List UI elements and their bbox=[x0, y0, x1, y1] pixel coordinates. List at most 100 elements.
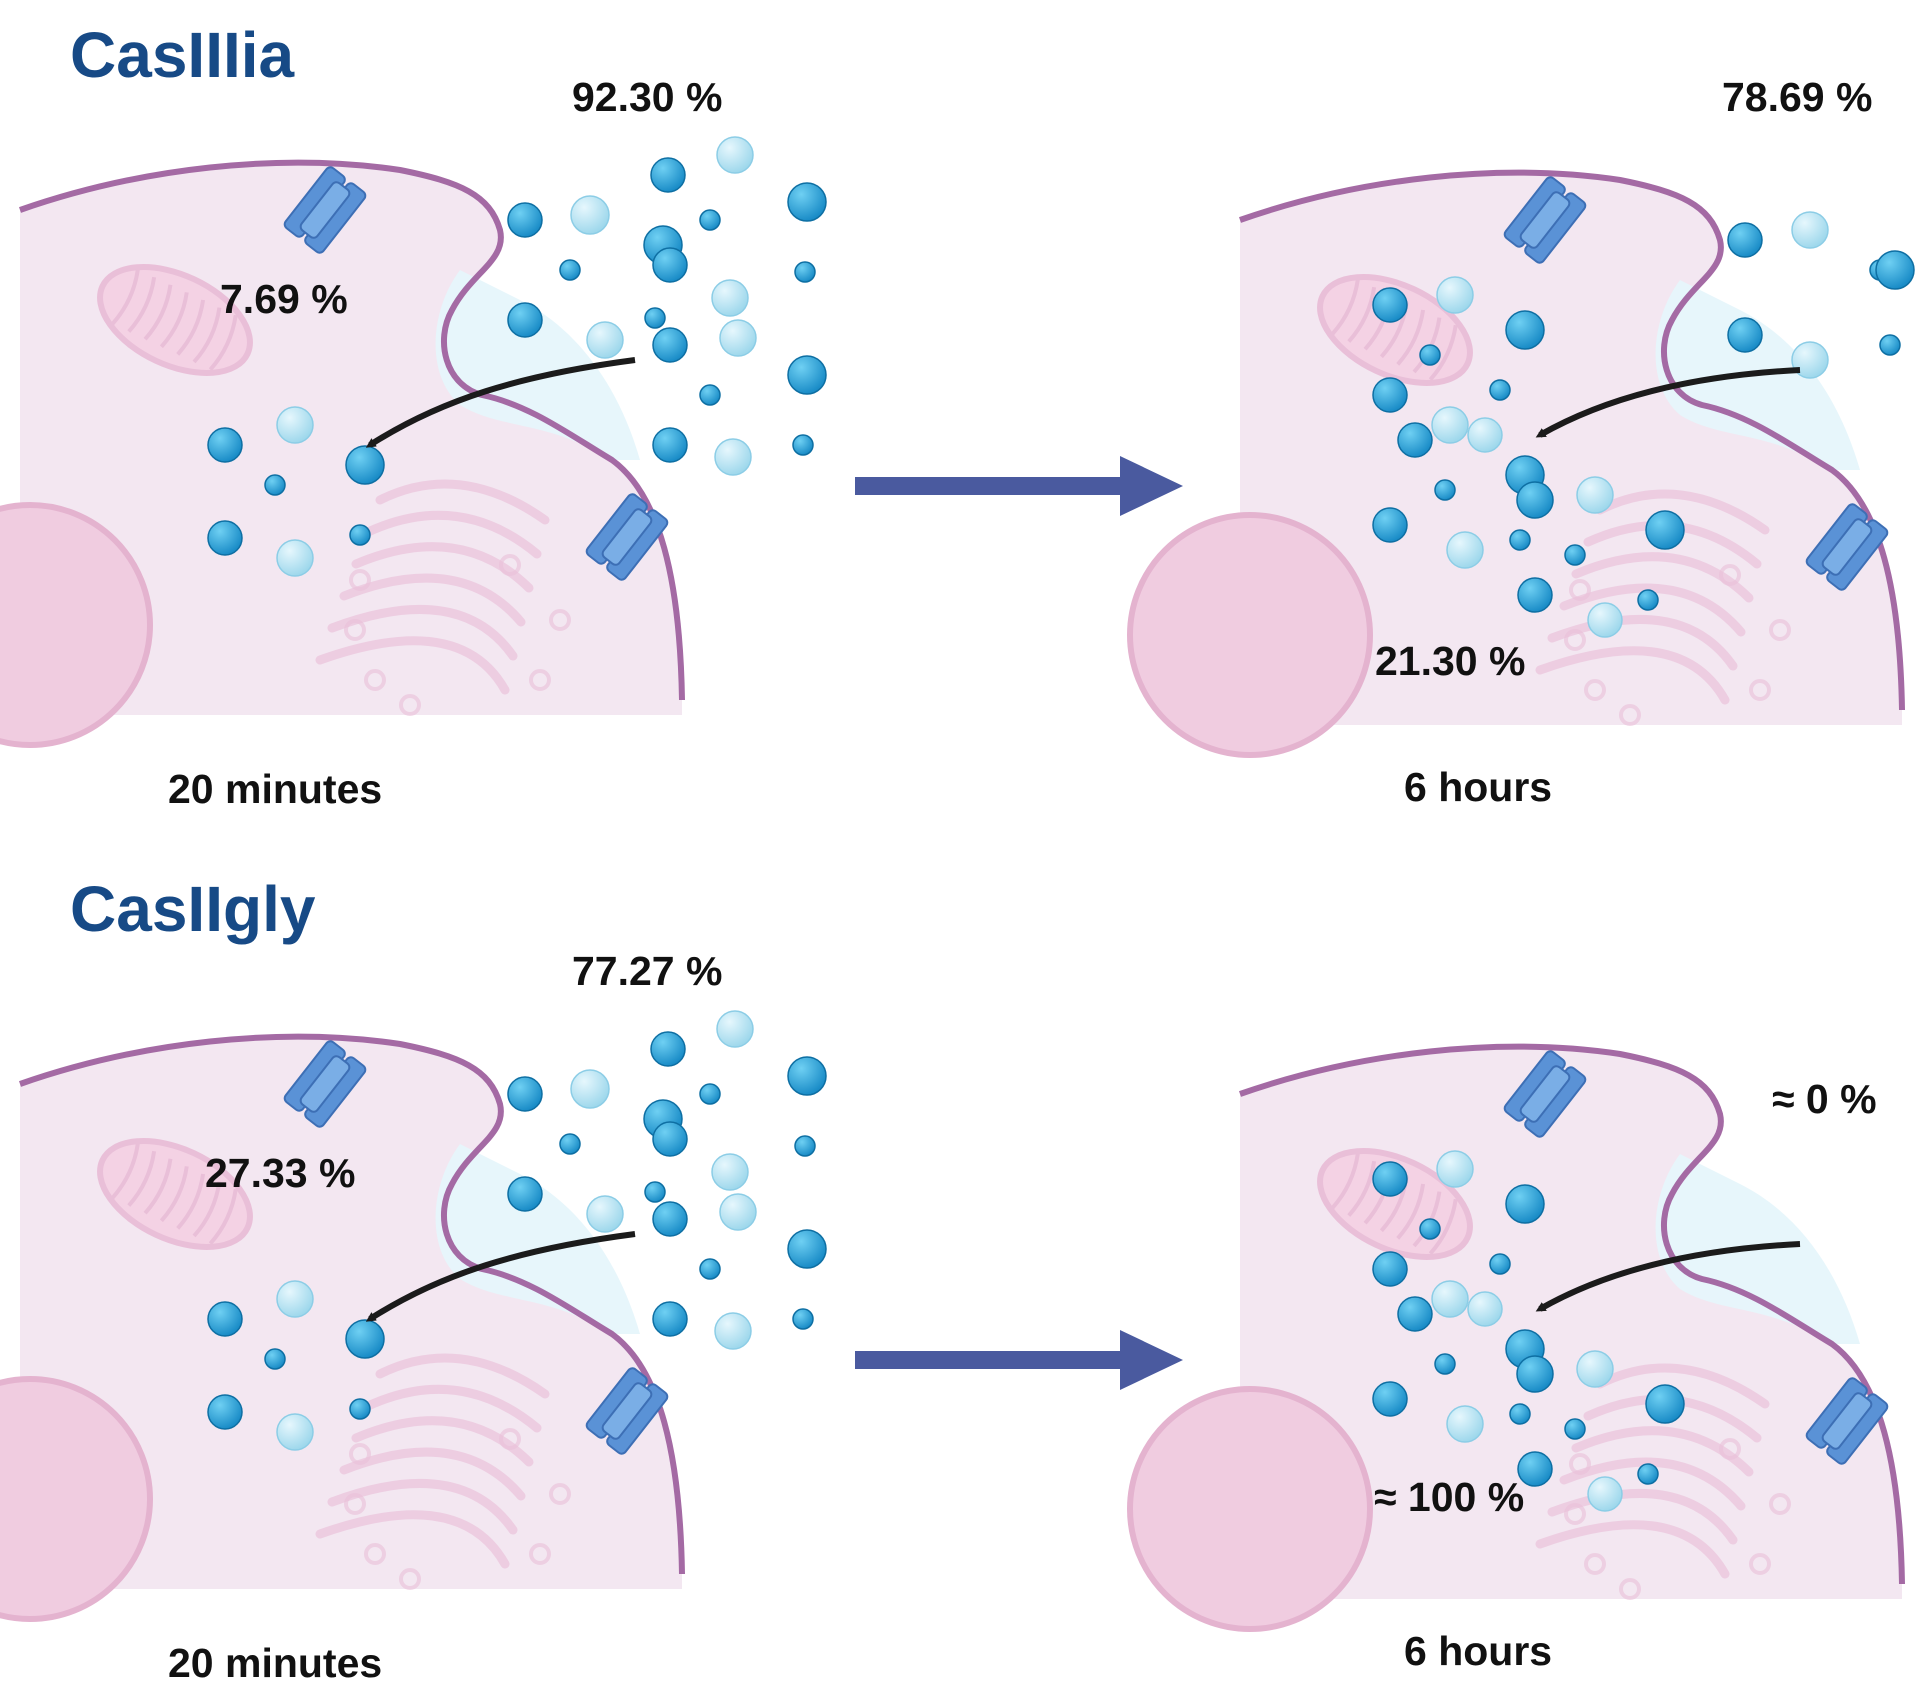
golgi-icon bbox=[315, 1353, 571, 1590]
particle-icon bbox=[650, 157, 686, 193]
particle-icon bbox=[699, 1083, 721, 1105]
outside-percentage-6h-casiiiia: 78.69 % bbox=[1722, 74, 1873, 120]
particle-icon bbox=[507, 302, 543, 338]
membrane bbox=[1239, 1043, 1905, 1585]
particle-icon bbox=[1397, 1296, 1433, 1332]
particle-icon bbox=[264, 474, 286, 496]
particle-icon bbox=[276, 539, 314, 577]
golgi-icon bbox=[1535, 489, 1791, 726]
membrane bbox=[1239, 169, 1905, 711]
particle-icon bbox=[714, 438, 752, 476]
ion-channel-icon-side bbox=[585, 493, 669, 581]
particle-icon bbox=[345, 1319, 385, 1359]
inside-percentage-20min-casiiiia: 7.69 % bbox=[220, 276, 348, 322]
particle-icon bbox=[714, 1312, 752, 1350]
particle-icon bbox=[349, 524, 371, 546]
particle-icon bbox=[559, 1133, 581, 1155]
particle-icon bbox=[644, 1181, 666, 1203]
particle-icon bbox=[1576, 1350, 1614, 1388]
nucleus-icon bbox=[0, 1376, 153, 1622]
particle-icon bbox=[1727, 222, 1763, 258]
panel-title-casiigly: CasIIgly bbox=[70, 873, 316, 945]
particle-icon bbox=[207, 427, 243, 463]
particle-icon bbox=[349, 1398, 371, 1420]
particle-icon bbox=[1587, 602, 1623, 638]
uptake-arrow-icon bbox=[365, 357, 636, 448]
particle-icon bbox=[794, 261, 816, 283]
particle-icon bbox=[1645, 510, 1685, 550]
inside-percentage-6h-casiigly: ≈ 100 % bbox=[1374, 1474, 1525, 1520]
particle-icon bbox=[1431, 406, 1469, 444]
ion-channel-icon-top bbox=[1503, 1050, 1587, 1138]
uptake-arrow-icon bbox=[365, 1231, 636, 1322]
membrane bbox=[19, 159, 685, 701]
particle-icon bbox=[699, 1258, 721, 1280]
time-label-20min-casiiiia: 20 minutes bbox=[168, 766, 383, 812]
particle-icon bbox=[276, 1280, 314, 1318]
vesicle-fluid bbox=[435, 1144, 640, 1334]
particle-icon bbox=[652, 1301, 688, 1337]
particle-icon bbox=[711, 279, 749, 317]
cell-icon-p2-end-casiigly bbox=[1127, 1043, 1905, 1632]
particle-icon bbox=[570, 1069, 610, 1109]
uptake-arrow-icon bbox=[1535, 367, 1801, 438]
membrane bbox=[19, 1033, 685, 1575]
process-arrow-icon-casiigly bbox=[855, 1330, 1183, 1390]
particle-icon bbox=[586, 321, 624, 359]
particle-icon bbox=[792, 1308, 814, 1330]
particle-icon bbox=[1879, 334, 1901, 356]
particle-icon bbox=[1645, 1384, 1685, 1424]
particle-icon bbox=[652, 1121, 688, 1157]
process-arrow-icon-casiiiia bbox=[855, 456, 1183, 516]
particle-icon bbox=[792, 434, 814, 456]
particle-icon bbox=[559, 259, 581, 281]
particle-icon bbox=[652, 427, 688, 463]
particle-icon bbox=[794, 1135, 816, 1157]
ion-channel-icon-side bbox=[585, 1367, 669, 1455]
particle-icon bbox=[716, 136, 754, 174]
nucleus-icon bbox=[0, 502, 153, 748]
particle-icon bbox=[1372, 377, 1408, 413]
particle-icon bbox=[1419, 1218, 1441, 1240]
particle-icon bbox=[652, 247, 688, 283]
ion-channel-icon-top bbox=[283, 1040, 367, 1128]
particle-icon bbox=[1446, 531, 1484, 569]
particle-icon bbox=[276, 406, 314, 444]
particle-icon bbox=[1509, 1403, 1531, 1425]
particle-icon bbox=[787, 182, 827, 222]
particle-icon bbox=[1576, 476, 1614, 514]
particle-icon bbox=[1434, 1353, 1456, 1375]
particle-icon bbox=[787, 355, 827, 395]
particle-icon bbox=[507, 1076, 543, 1112]
time-label-6h-casiiiia: 6 hours bbox=[1404, 764, 1553, 810]
particle-icon bbox=[1419, 344, 1441, 366]
particle-icon bbox=[711, 1153, 749, 1191]
particle-icon bbox=[264, 1348, 286, 1370]
particle-icon bbox=[1517, 577, 1553, 613]
particle-icon bbox=[586, 1195, 624, 1233]
particle-icon bbox=[1509, 529, 1531, 551]
ion-channel-icon-side bbox=[1805, 1377, 1889, 1465]
outside-percentage-20min-casiigly: 77.27 % bbox=[572, 948, 723, 994]
particle-icon bbox=[719, 1193, 757, 1231]
outside-percentage-20min-casiiiia: 92.30 % bbox=[572, 74, 723, 120]
particle-group bbox=[207, 136, 827, 577]
particle-icon bbox=[652, 327, 688, 363]
cell-icon-p1-start-casiiiia bbox=[0, 136, 827, 748]
particle-icon bbox=[644, 307, 666, 329]
particle-icon bbox=[207, 520, 243, 556]
panel-title-casiiiia: CasIIIia bbox=[70, 19, 295, 91]
ion-channel-icon-top bbox=[1503, 176, 1587, 264]
particle-icon bbox=[1791, 341, 1829, 379]
particle-icon bbox=[207, 1394, 243, 1430]
uptake-arrow-icon bbox=[1535, 1241, 1801, 1312]
time-label-20min-casiigly: 20 minutes bbox=[168, 1640, 383, 1686]
cell-icon-p1-end-casiiiia bbox=[1127, 169, 1915, 758]
particle-icon bbox=[1446, 1405, 1484, 1443]
particle-icon bbox=[1791, 211, 1829, 249]
particle-icon bbox=[650, 1031, 686, 1067]
golgi-icon bbox=[315, 479, 571, 716]
particle-icon bbox=[1467, 417, 1503, 453]
particle-icon bbox=[1431, 1280, 1469, 1318]
